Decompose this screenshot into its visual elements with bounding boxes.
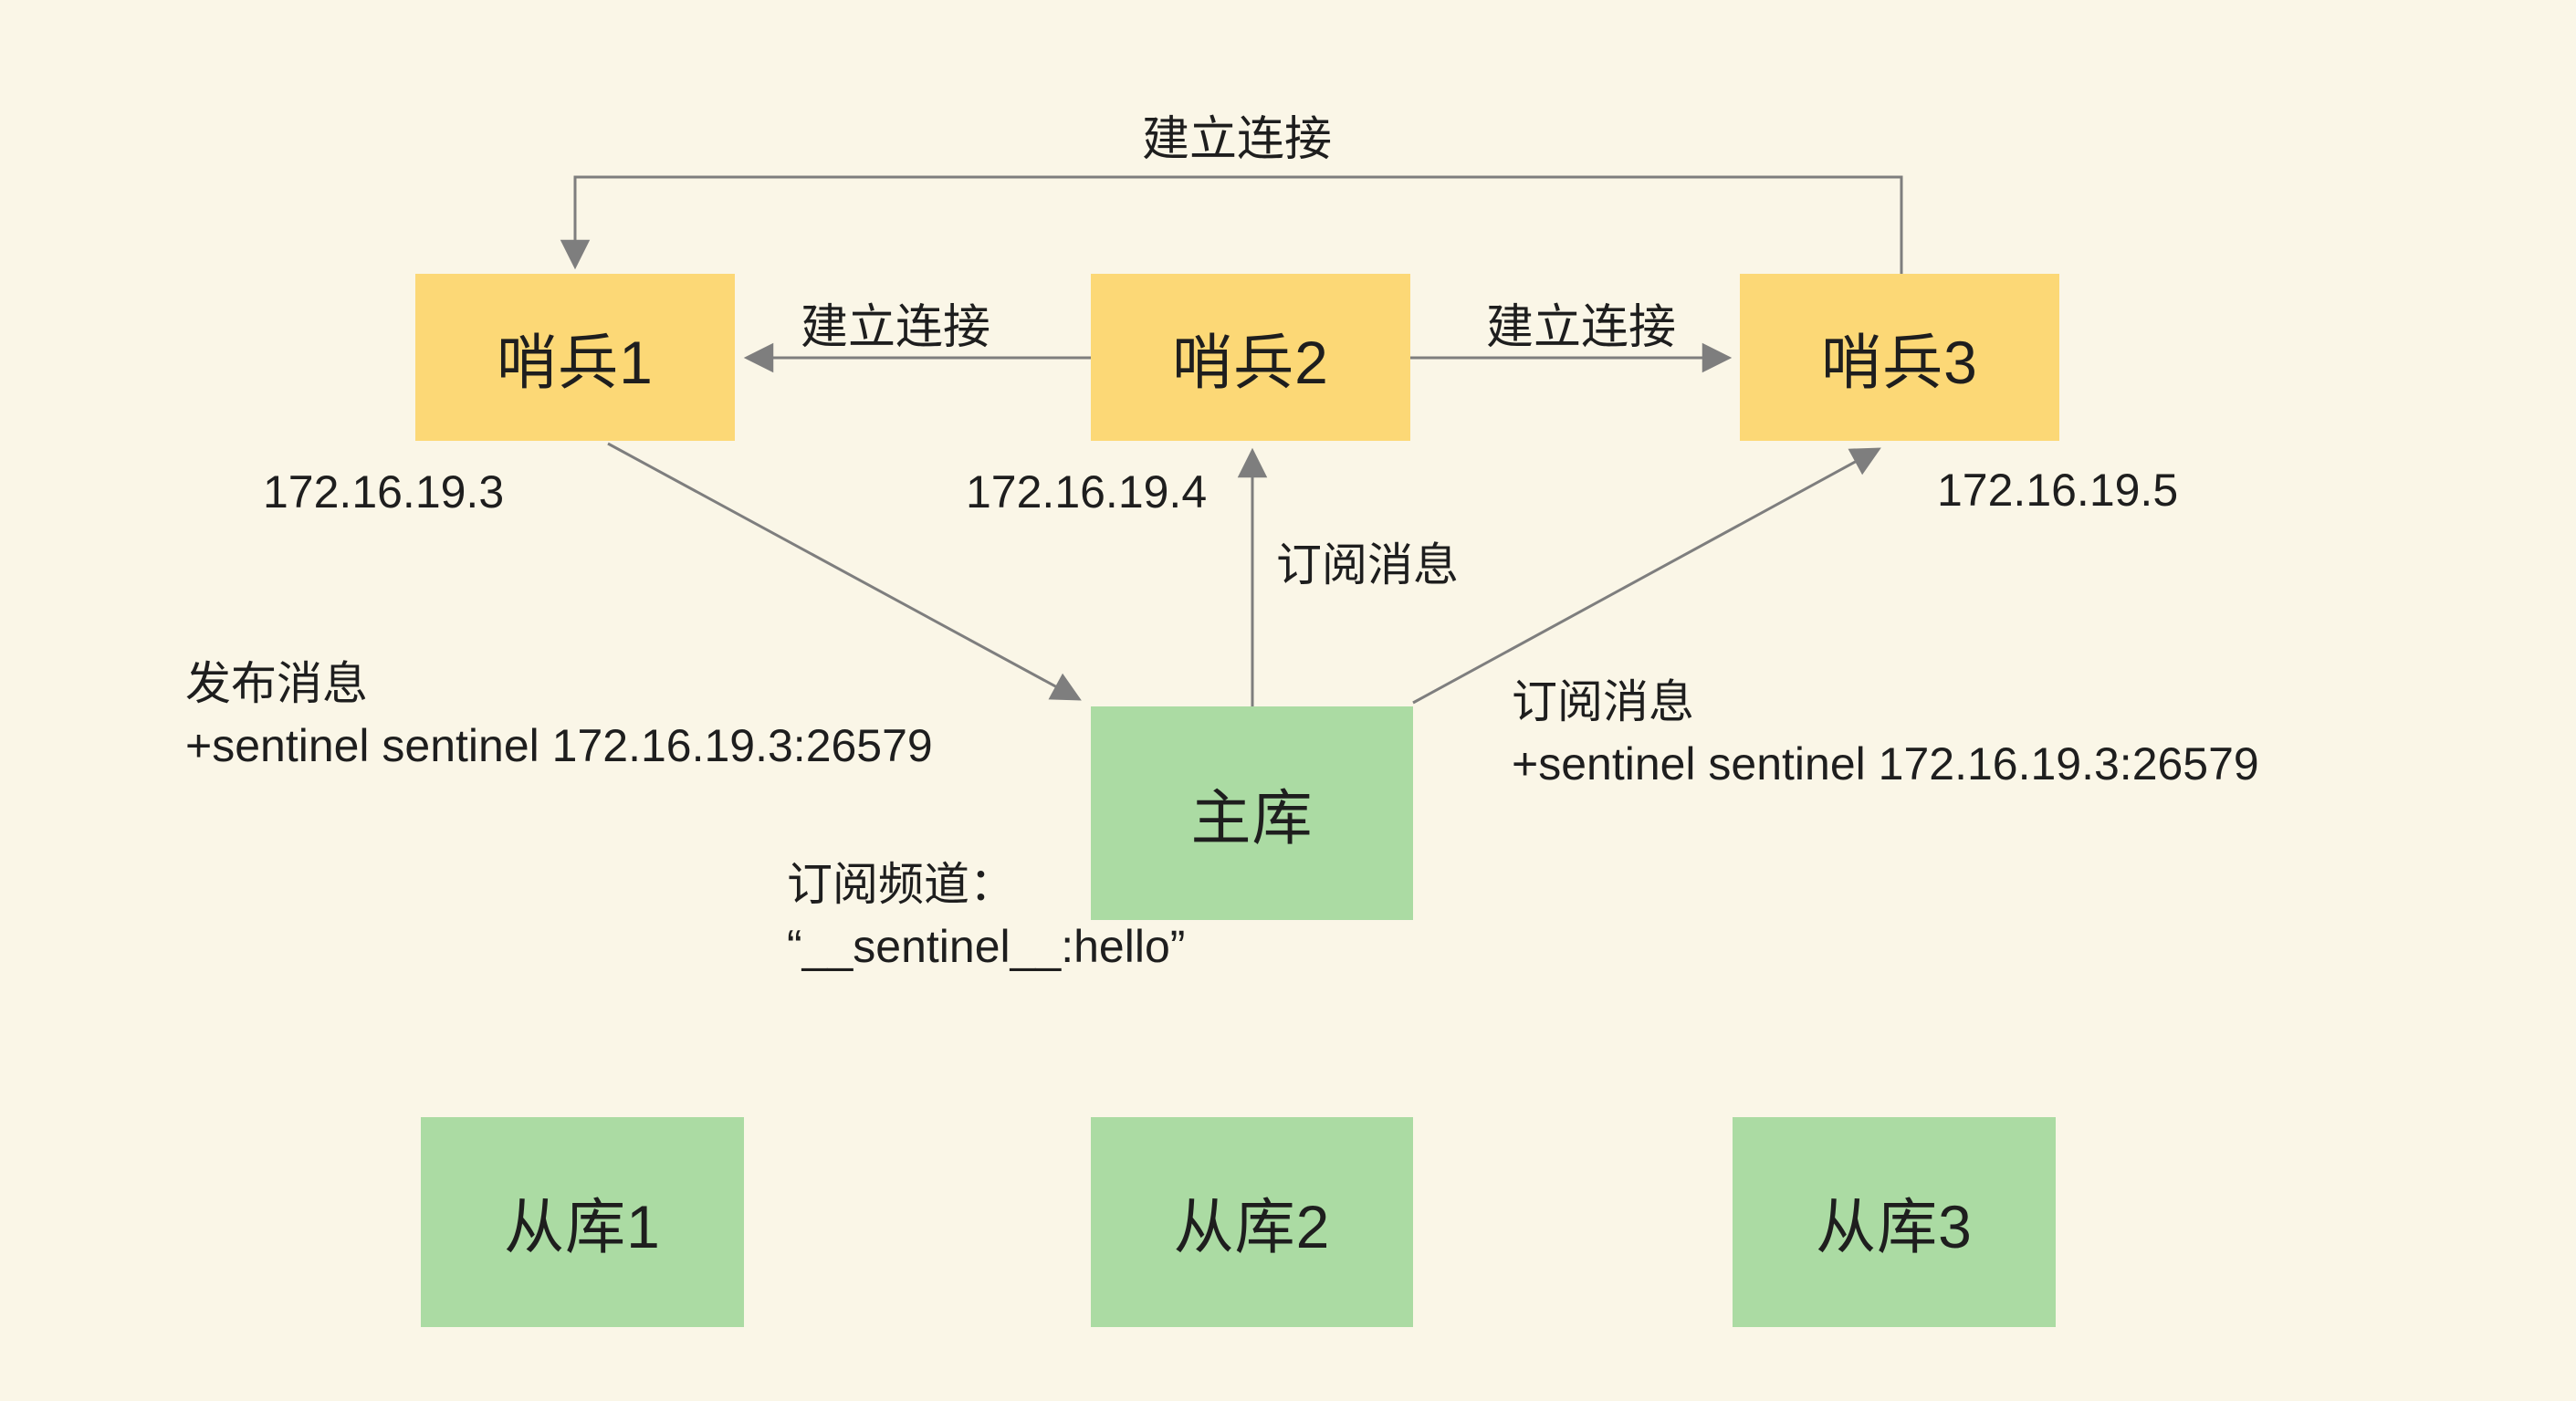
edge-s2-to-s1-label: 建立连接 — [800, 301, 991, 354]
edge-top-connect-label: 建立连接 — [1141, 113, 1333, 166]
node-master-label: 主库 — [1190, 784, 1314, 852]
channel-note-title: 订阅频道： — [787, 859, 1015, 910]
node-sentinel1: 哨兵1 — [415, 274, 735, 441]
node-slave3-label: 从库3 — [1816, 1193, 1973, 1260]
subscribe-message-title: 订阅消息 — [1512, 676, 1694, 727]
edge-s2-to-s3-label: 建立连接 — [1485, 301, 1677, 354]
edge-s1-to-master-line — [607, 442, 1082, 701]
node-slave1: 从库1 — [421, 1117, 744, 1327]
edge-master-to-s3-line — [1412, 447, 1881, 705]
sentinel3-ip-label: 172.16.19.5 — [1937, 465, 2179, 516]
node-slave1-label: 从库1 — [504, 1193, 661, 1260]
publish-message-command: +sentinel sentinel 172.16.19.3:26579 — [185, 719, 933, 771]
node-master-db: 主库 — [1091, 706, 1413, 920]
subscribe-message-command: +sentinel sentinel 172.16.19.3:26579 — [1512, 737, 2259, 789]
edge-master-to-s2-label: 订阅消息 — [1276, 539, 1459, 591]
node-slave2-label: 从库2 — [1173, 1193, 1331, 1260]
edge-s1-to-master-label: 发布消息 +sentinel sentinel 172.16.19.3:2657… — [185, 653, 933, 777]
channel-note-value: “__sentinel__:hello” — [787, 920, 1186, 972]
sentinel1-ip-label: 172.16.19.3 — [263, 466, 505, 518]
node-slave3: 从库3 — [1733, 1117, 2056, 1327]
node-sentinel2: 哨兵2 — [1091, 274, 1410, 441]
edge-top-connect-line — [560, 175, 1903, 274]
sentinel2-ip-label: 172.16.19.4 — [966, 466, 1208, 518]
node-sentinel2-label: 哨兵2 — [1172, 328, 1329, 396]
channel-note: 订阅频道： “__sentinel__:hello” — [787, 854, 1185, 978]
publish-message-title: 发布消息 — [185, 658, 368, 709]
node-sentinel3: 哨兵3 — [1740, 274, 2059, 441]
node-slave2: 从库2 — [1091, 1117, 1413, 1327]
edge-master-to-s3-label: 订阅消息 +sentinel sentinel 172.16.19.3:2657… — [1512, 672, 2259, 795]
node-sentinel1-label: 哨兵1 — [497, 328, 654, 396]
node-sentinel3-label: 哨兵3 — [1821, 328, 1978, 396]
